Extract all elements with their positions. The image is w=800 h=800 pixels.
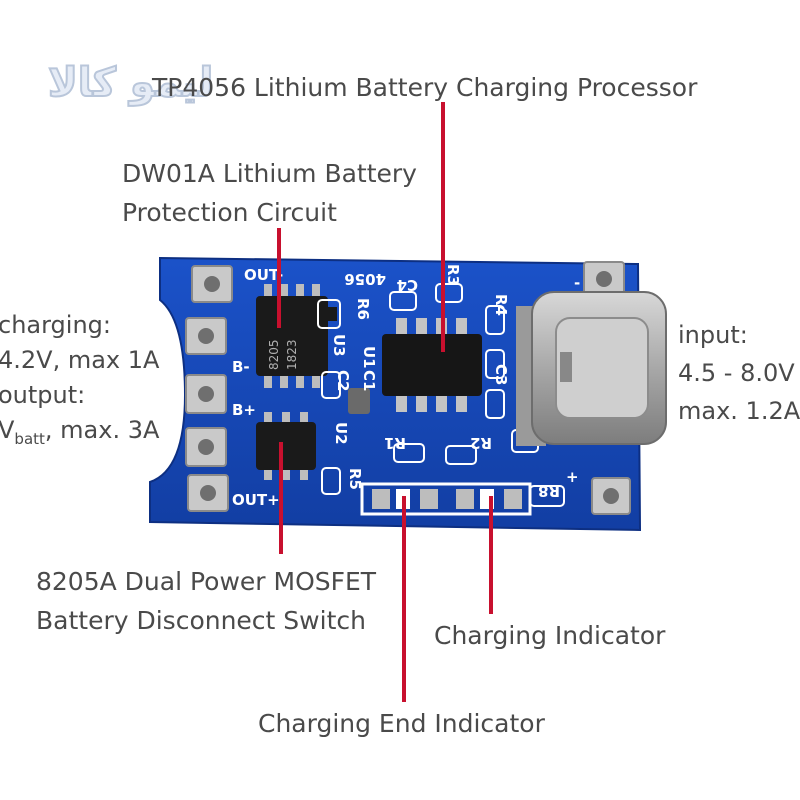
svg-text:R2: R2 — [470, 434, 492, 452]
label-charging-end-indicator: Charging End Indicator — [258, 709, 545, 738]
svg-text:OUT+: OUT+ — [232, 491, 280, 509]
svg-text:1823: 1823 — [285, 339, 299, 370]
svg-text:R4: R4 — [492, 294, 510, 316]
svg-text:4056: 4056 — [344, 270, 386, 288]
svg-text:U3: U3 — [330, 334, 348, 357]
svg-text:C2: C2 — [334, 370, 352, 391]
svg-text:+: + — [566, 468, 579, 486]
svg-text:8205: 8205 — [267, 339, 281, 370]
svg-text:C4: C4 — [397, 276, 418, 294]
leader-charging-end — [402, 496, 406, 702]
label-input: input: 4.5 - 8.0V max. 1.2A — [678, 321, 800, 425]
label-tp4056: TP4056 Lithium Battery Charging Processo… — [152, 73, 698, 102]
watermark-logo: لیمو کالا — [47, 59, 214, 107]
usb-c-connector — [516, 291, 667, 446]
label-dw01a: DW01A Lithium Battery Protection Circuit — [122, 159, 417, 227]
corner-pads — [185, 261, 631, 515]
label-charging-indicator: Charging Indicator — [434, 621, 666, 650]
leader-charging-indicator — [489, 496, 493, 614]
svg-text:R1: R1 — [384, 434, 406, 452]
svg-text:R5: R5 — [346, 468, 364, 490]
mosfet-chip — [256, 412, 316, 480]
svg-text:-: - — [574, 274, 580, 292]
label-charging-output: charging: 4.2V, max 1A output: Vbatt, ma… — [0, 311, 160, 448]
svg-text:C3: C3 — [492, 364, 510, 385]
svg-text:R8: R8 — [538, 482, 560, 500]
svg-text:U2: U2 — [332, 422, 350, 445]
svg-text:R6: R6 — [354, 298, 372, 320]
leader-mosfet — [279, 442, 283, 554]
svg-text:OUT-: OUT- — [244, 266, 283, 284]
svg-text:B+: B+ — [232, 401, 256, 419]
svg-text:U1: U1 — [360, 346, 378, 369]
label-mosfet: 8205A Dual Power MOSFET Battery Disconne… — [36, 567, 377, 635]
leader-tp4056 — [441, 102, 445, 352]
svg-text:B-: B- — [232, 358, 250, 376]
leader-dw01a — [277, 228, 281, 328]
svg-text:R3: R3 — [444, 264, 462, 286]
svg-text:C1: C1 — [360, 370, 378, 391]
dw01a-chip: 8205 1823 — [256, 284, 328, 388]
